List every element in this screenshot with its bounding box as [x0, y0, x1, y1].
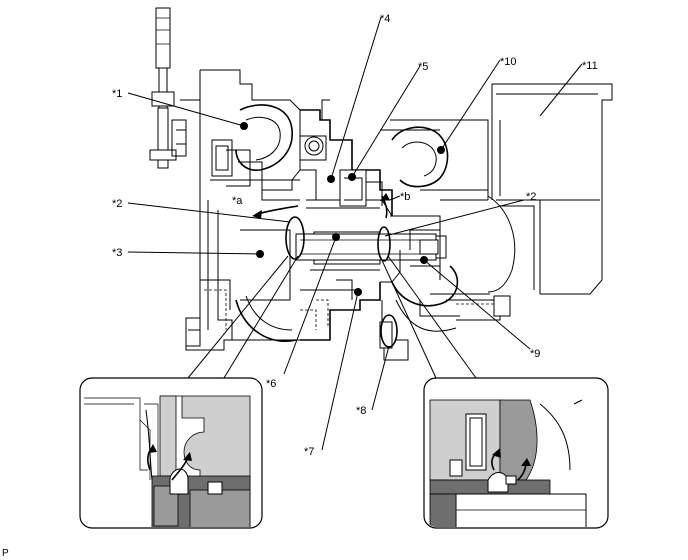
left-detail-inset [79, 377, 263, 529]
turbocharger-assembly [127, 7, 613, 451]
leader-lines [127, 16, 583, 451]
actuator-rod [149, 7, 177, 169]
label-7: *7 [304, 446, 314, 458]
label-6: *6 [266, 378, 276, 390]
label-9: *9 [530, 348, 540, 360]
right-detail-inset [423, 377, 609, 529]
label-4: *4 [380, 13, 390, 25]
zoom-connector-lines [187, 255, 477, 379]
center-housing [300, 99, 393, 341]
turbine-shaft [295, 233, 447, 261]
label-2-right: *2 [526, 191, 536, 203]
label-8: *8 [356, 405, 366, 417]
label-a: *a [232, 195, 243, 207]
label-3: *3 [112, 247, 122, 259]
label-1: *1 [112, 88, 122, 100]
callout-labels: *1 *2 *3 *4 *5 *10 *11 *a *b *2 *9 *6 *8… [2, 13, 598, 559]
label-10: *10 [500, 56, 517, 68]
label-2-left: *2 [112, 198, 122, 210]
compressor-housing [171, 69, 301, 351]
label-5: *5 [418, 61, 428, 73]
label-11: *11 [582, 60, 598, 72]
label-b: *b [400, 191, 410, 203]
exhaust-elbow [487, 83, 613, 295]
footer-code: P [2, 548, 9, 559]
oil-flow-arrows [252, 193, 390, 219]
